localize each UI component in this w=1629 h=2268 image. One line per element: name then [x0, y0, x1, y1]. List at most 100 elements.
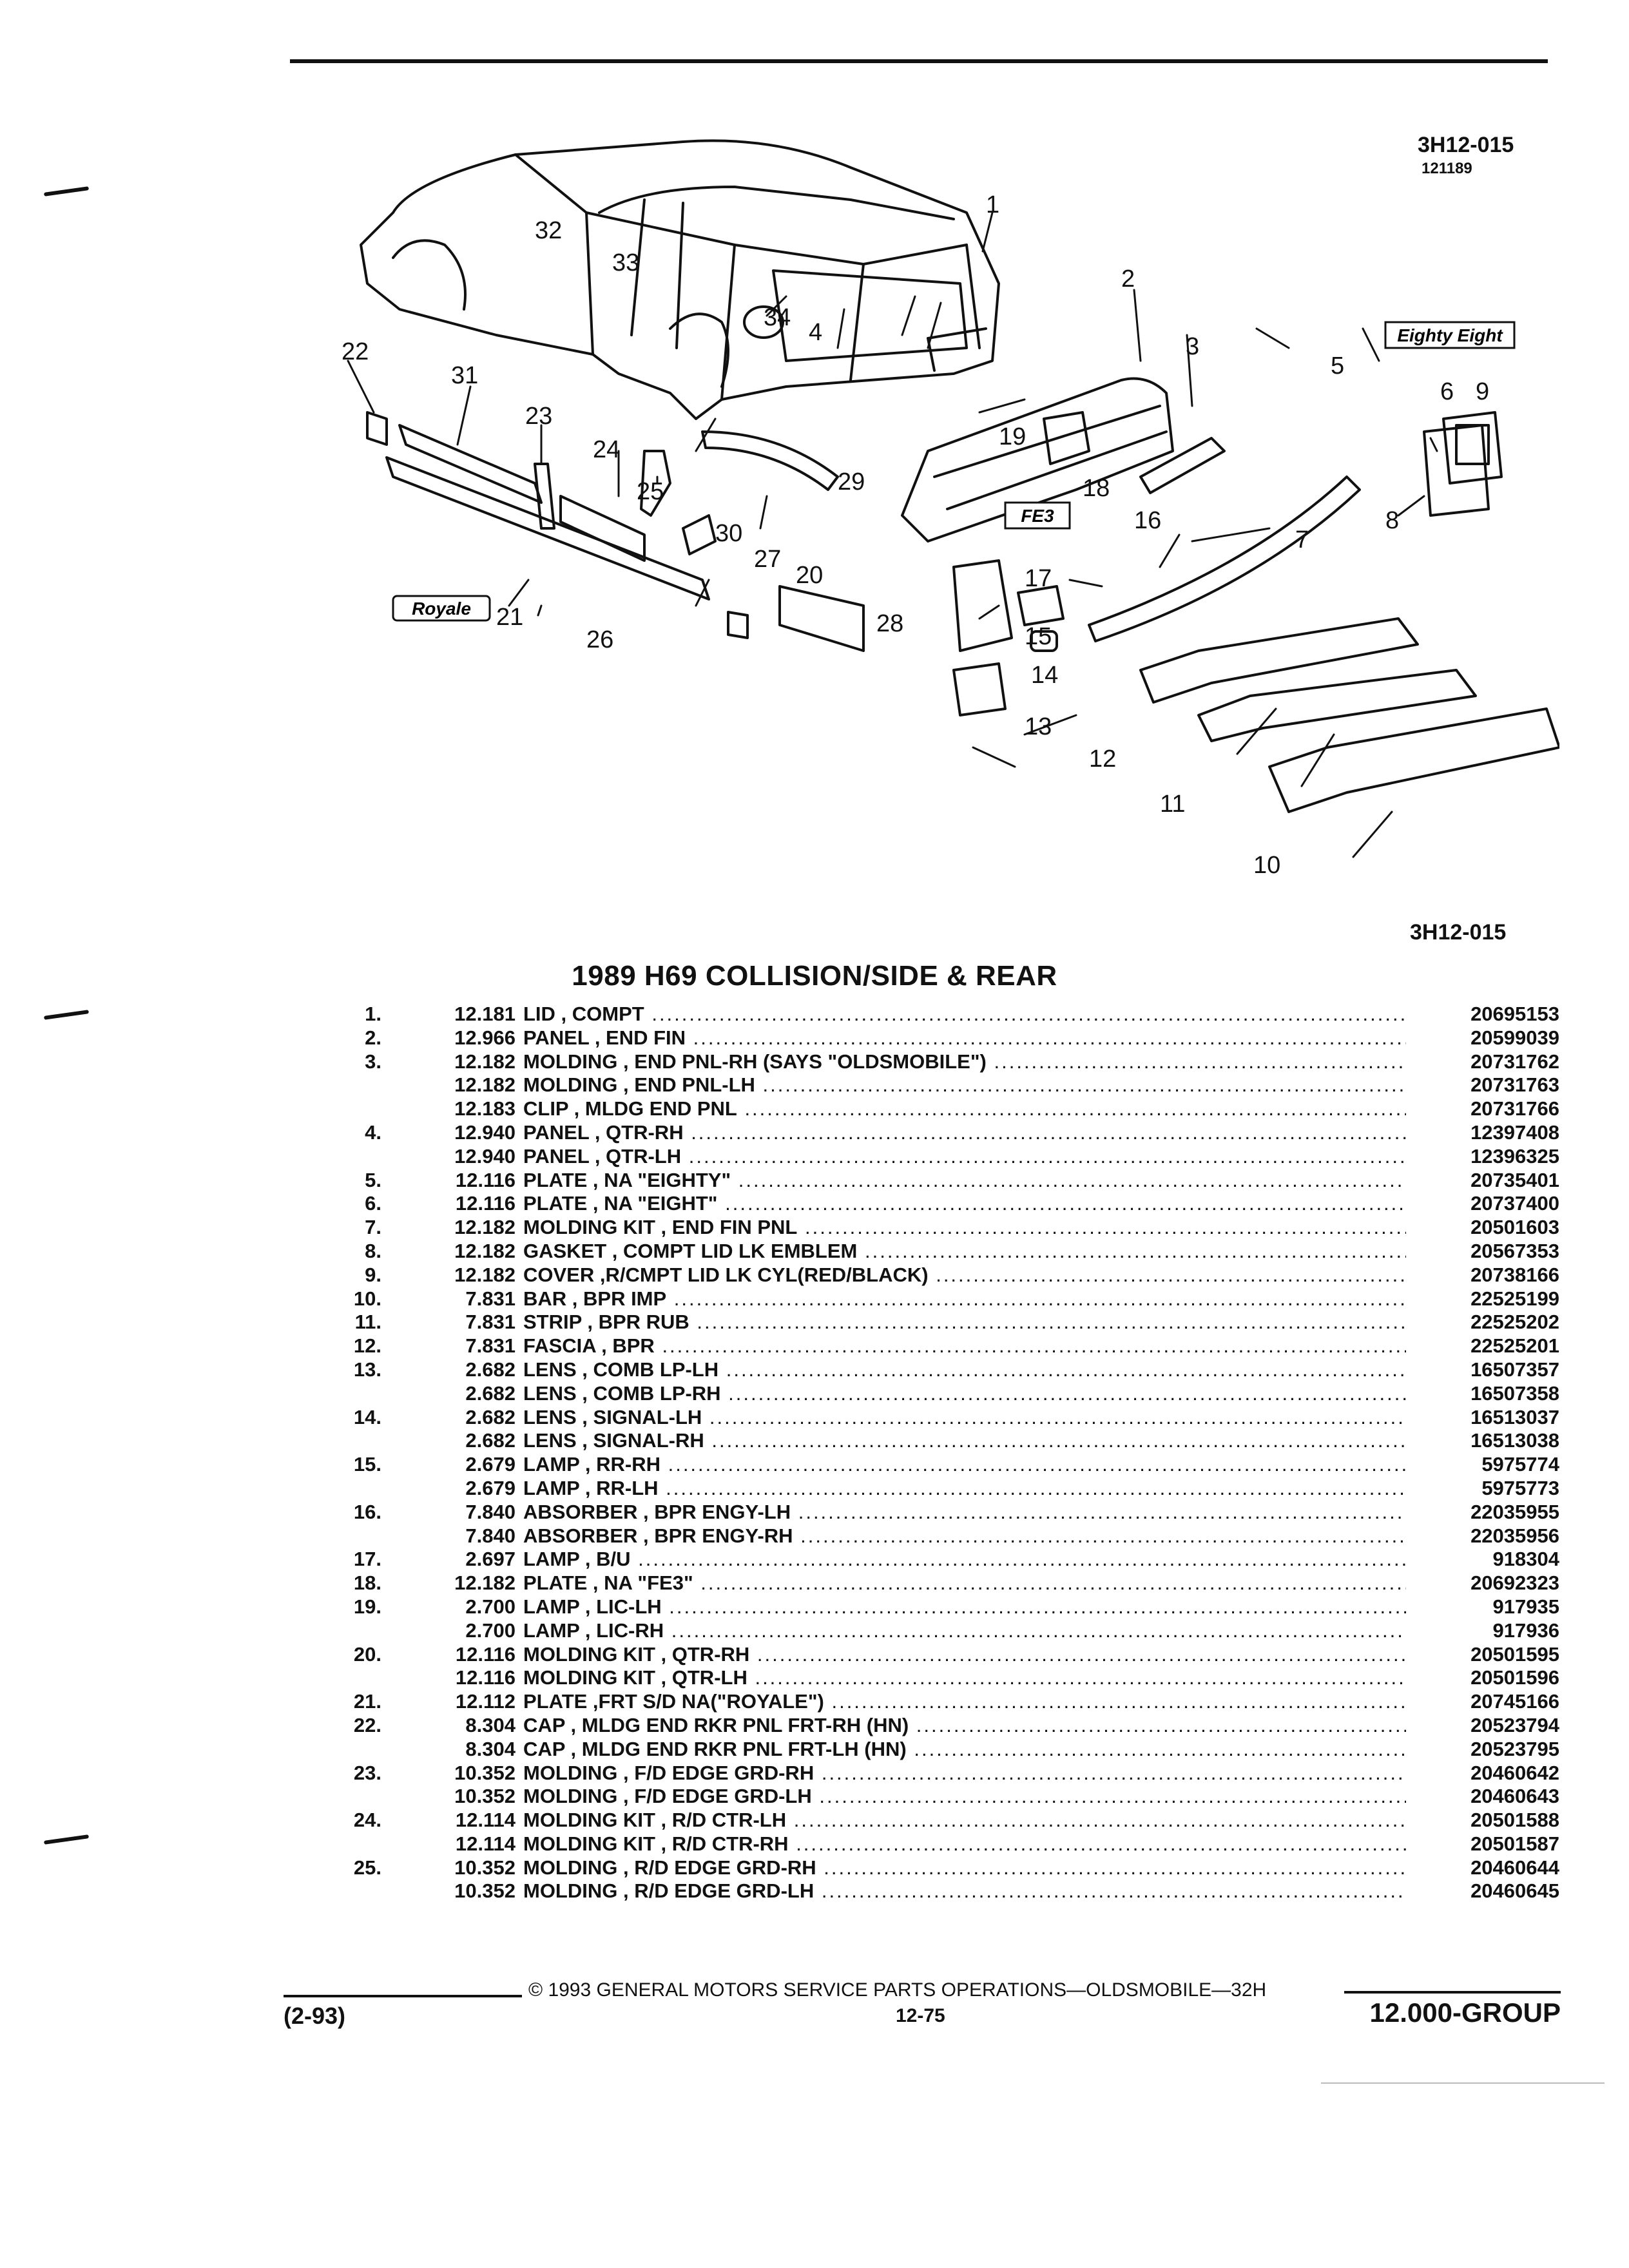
exploded-parts-diagram: Eighty Eight Royale FE3 1 2 3 4 5 6 7 8 …: [342, 139, 1559, 879]
part-number: 20501603: [1406, 1216, 1559, 1240]
car-body-drawing: [360, 139, 1000, 420]
part-description: PLATE ,FRT S/D NA("ROYALE"): [523, 1690, 1554, 1714]
group-number-cell: 12.116: [455, 1168, 516, 1191]
group-number-cell: 7.840: [465, 1524, 516, 1547]
item-number: 19.: [353, 1595, 381, 1618]
group-number-cell: 12.112: [455, 1690, 516, 1713]
callout-label: 19: [999, 423, 1026, 450]
part-description: MOLDING , END PNL-RH (SAYS "OLDSMOBILE"): [523, 1050, 1554, 1074]
part-number: 20731763: [1406, 1073, 1559, 1098]
callout-label: 1: [986, 191, 999, 218]
part-description: ABSORBER , BPR ENGY-RH: [523, 1524, 1554, 1548]
part-description: MOLDING , R/D EDGE GRD-RH: [523, 1856, 1554, 1880]
part-description: LENS , COMB LP-RH: [523, 1382, 1554, 1406]
group-number-cell: 2.682: [465, 1358, 516, 1381]
callout-label: 9: [1476, 378, 1489, 405]
callout-label: 18: [1083, 475, 1110, 502]
top-rule: [290, 59, 1548, 63]
part-number: 20737400: [1406, 1192, 1559, 1216]
part-number: 20745166: [1406, 1690, 1559, 1714]
part-number: 5975773: [1406, 1476, 1559, 1501]
part-description: LAMP , B/U: [523, 1548, 1554, 1571]
callout-label: 15: [1025, 623, 1052, 650]
end-fin-panel-drawing: [901, 377, 1174, 543]
group-number-cell: 12.116: [455, 1192, 516, 1215]
callout-label: 20: [796, 562, 823, 589]
part-number: 917936: [1406, 1619, 1559, 1643]
part-description: LAMP , RR-LH: [523, 1477, 1554, 1501]
group-number-cell: 2.679: [465, 1476, 516, 1499]
part-description: MOLDING KIT , R/D CTR-RH: [523, 1832, 1554, 1856]
item-number: 12.: [353, 1334, 381, 1358]
molding-kit-drawing: [1088, 476, 1361, 642]
callout-label: 2: [1121, 265, 1135, 293]
part-number: 22525199: [1406, 1287, 1559, 1311]
item-number: 13.: [353, 1358, 381, 1381]
page-number: 12-75: [896, 2005, 945, 2026]
callout-label: 17: [1025, 565, 1052, 592]
part-number: 20731762: [1406, 1050, 1559, 1074]
fe3-emblem-text: FE3: [1021, 506, 1054, 526]
group-number-cell: 12.182: [454, 1216, 516, 1239]
group-number-cell: 12.183: [454, 1097, 516, 1120]
group-number-cell: 12.182: [454, 1571, 516, 1595]
bottom-faint-rule: [1321, 2082, 1605, 2084]
footer-rule-right: [1344, 1991, 1561, 1994]
item-number: 7.: [365, 1216, 381, 1239]
callout-label: 33: [612, 249, 639, 276]
part-description: MOLDING KIT , R/D CTR-LH: [523, 1809, 1554, 1832]
lock-emblem-drawing: [1423, 411, 1503, 517]
part-number: 16513038: [1406, 1429, 1559, 1454]
callout-label: 10: [1253, 852, 1280, 879]
group-number-cell: 2.682: [465, 1381, 516, 1405]
part-number: 22525201: [1406, 1334, 1559, 1358]
item-number: 1.: [365, 1003, 381, 1025]
part-description: MOLDING KIT , QTR-LH: [523, 1666, 1554, 1690]
callout-label: 11: [1160, 791, 1185, 818]
item-number: 5.: [365, 1168, 381, 1191]
side-molding-drawing: [366, 411, 865, 652]
part-description: PANEL , QTR-LH: [523, 1145, 1554, 1169]
part-number: 12397408: [1406, 1120, 1559, 1145]
part-description: LID , COMPT: [523, 1003, 1554, 1026]
callout-label: 32: [535, 217, 562, 244]
callout-label: 26: [586, 626, 613, 653]
item-number: 15.: [353, 1453, 381, 1476]
item-number: 4.: [365, 1120, 381, 1144]
part-description: MOLDING , END PNL-LH: [523, 1073, 1554, 1097]
part-number: 20460643: [1406, 1785, 1559, 1809]
group-number-cell: 8.304: [465, 1713, 516, 1736]
part-description: LAMP , RR-RH: [523, 1453, 1554, 1477]
group-number-cell: 12.940: [454, 1120, 516, 1144]
callout-label: 29: [838, 468, 865, 495]
part-number: 20695153: [1406, 1003, 1559, 1026]
part-number: 16507358: [1406, 1381, 1559, 1406]
callout-label: 7: [1295, 526, 1309, 553]
part-number: 22525202: [1406, 1311, 1559, 1335]
table-row: 7.840 ABSORBER , BPR ENGY-RH22035956: [335, 1524, 1559, 1548]
part-number: 918304: [1406, 1548, 1559, 1572]
part-number: 22035956: [1406, 1524, 1559, 1548]
group-number-cell: 2.700: [465, 1619, 516, 1642]
part-description: PANEL , END FIN: [523, 1026, 1554, 1050]
part-number: 20735401: [1406, 1168, 1559, 1193]
group-number: 12.000-GROUP: [1369, 1997, 1561, 2028]
part-number: 20523795: [1406, 1737, 1559, 1762]
part-description: ABSORBER , BPR ENGY-LH: [523, 1501, 1554, 1524]
